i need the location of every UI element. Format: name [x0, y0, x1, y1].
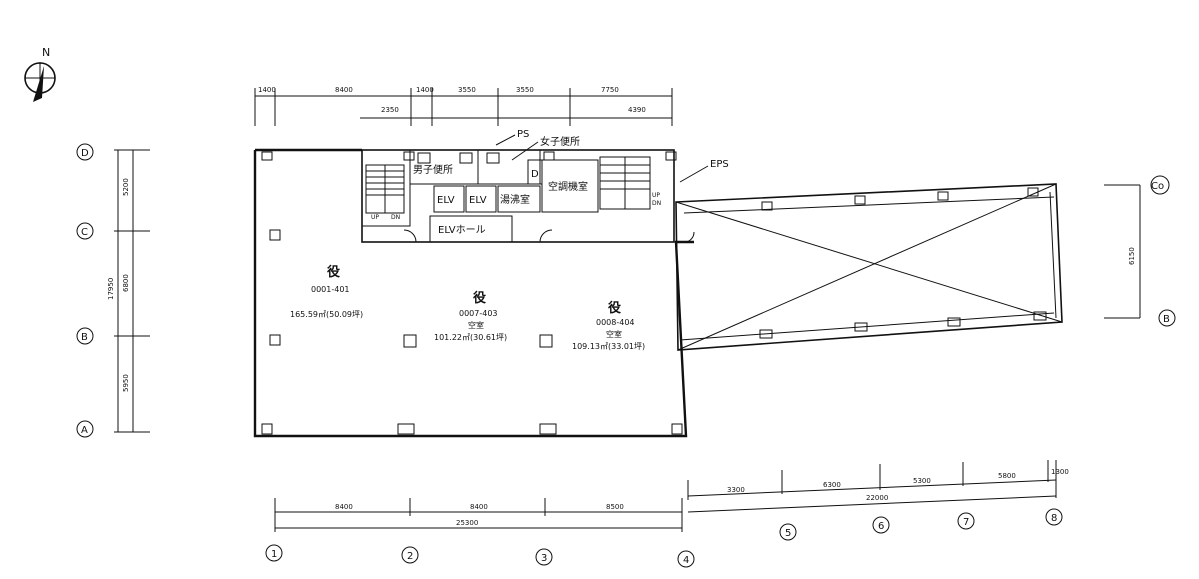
col-8-label: 8: [1051, 513, 1057, 524]
col-4-label: 4: [683, 555, 689, 566]
dim-br-5: 1300: [1051, 468, 1069, 476]
row-axis-left: D C B A 5200 6800 17950 5950: [76, 143, 150, 438]
womens-wc-label: 女子便所: [540, 135, 580, 148]
dim-br-3: 5300: [913, 477, 931, 485]
row-axis-right: Co B 6150: [1104, 175, 1176, 327]
leader-labels: PS 女子便所 EPS: [495, 129, 729, 183]
row-B-label: B: [81, 332, 88, 343]
unit-403-status: 空室: [468, 320, 484, 330]
dim-top-6: 3550: [516, 86, 534, 94]
row-A-label: A: [81, 425, 88, 436]
unit-404[interactable]: 役 0008-404 空室 109.13㎡(33.01坪): [572, 300, 645, 351]
dim-left-2: 6800: [122, 274, 130, 292]
core-area: UP DN 男子便所 ELV ELV 湯沸室 D 空調機室: [361, 149, 695, 243]
unit-401-area: 165.59㎡(50.09坪): [290, 310, 363, 319]
unit-404-area: 109.13㎡(33.01坪): [572, 342, 645, 351]
stair-2-up: UP: [652, 192, 660, 199]
dim-bottom-3: 8500: [606, 503, 624, 511]
bottom-dimension-chain: 8400 8400 8500 25300: [274, 498, 683, 532]
unit-403[interactable]: 役 0007-403 空室 101.22㎡(30.61坪): [434, 290, 507, 342]
unit-403-code: 0007-403: [459, 309, 498, 318]
dim-top-3: 2350: [381, 106, 399, 114]
stair-1-dn: DN: [391, 214, 400, 221]
row-Co-label: Co: [1151, 181, 1164, 192]
unit-401-code: 0001-401: [311, 285, 350, 294]
eps-label: EPS: [710, 159, 729, 170]
col-2-label: 2: [407, 551, 413, 562]
hvac-room-label: 空調機室: [548, 180, 588, 193]
row-C-label: C: [81, 227, 88, 238]
mens-wc-label: 男子便所: [413, 163, 453, 176]
row-D-label: D: [81, 148, 89, 159]
dim-top-5: 3550: [458, 86, 476, 94]
dim-left-4: 5950: [122, 374, 130, 392]
stair-1-up: UP: [371, 214, 379, 221]
col-6-label: 6: [878, 521, 884, 532]
dim-bottom-2: 8400: [470, 503, 488, 511]
col-7-label: 7: [963, 517, 969, 528]
unit-401-mark: 役: [327, 264, 340, 280]
col-1-label: 1: [271, 549, 277, 560]
bottom-right-dimension-chain: 3300 6300 5300 5800 1300 22000: [687, 460, 1069, 513]
dim-top-8: 4390: [628, 106, 646, 114]
dim-br-2: 6300: [823, 481, 841, 489]
dim-top-7: 7750: [601, 86, 619, 94]
stair-1: UP DN: [365, 164, 405, 221]
void-area: [675, 183, 1063, 351]
dim-left-1: 5200: [122, 178, 130, 196]
column-axis: 1 2 3 4 5 6 7 8: [265, 508, 1063, 568]
elv-2-label: ELV: [469, 195, 487, 206]
dim-br-1: 3300: [727, 486, 745, 494]
unit-403-area: 101.22㎡(30.61坪): [434, 333, 507, 342]
stair-2-dn: DN: [652, 200, 661, 207]
elv-1-label: ELV: [437, 195, 455, 206]
elv-hall-label: ELVホール: [438, 224, 486, 236]
unit-401[interactable]: 役 0001-401 165.59㎡(50.09坪): [290, 264, 363, 319]
dim-left-3: 17950: [107, 278, 115, 300]
pantry-label: 湯沸室: [500, 193, 530, 206]
unit-404-status: 空室: [606, 329, 622, 339]
dim-right-1: 6150: [1128, 247, 1136, 265]
unit-403-mark: 役: [473, 290, 486, 306]
unit-404-code: 0008-404: [596, 318, 635, 327]
row-B-right-label: B: [1163, 314, 1170, 325]
dim-top-4: 1400: [416, 86, 434, 94]
dim-top-1: 1400: [258, 86, 276, 94]
north-arrow-icon: N: [24, 46, 56, 102]
dim-br-4: 5800: [998, 472, 1016, 480]
col-3-label: 3: [541, 553, 547, 564]
main-floor: [253, 148, 694, 438]
top-dimension-chain: 1400 8400 2350 1400 3550 3550 7750 4390: [254, 86, 673, 126]
north-label: N: [42, 46, 50, 59]
col-5-label: 5: [785, 528, 791, 539]
ps-label: PS: [517, 129, 529, 140]
dim-br-total: 22000: [866, 494, 888, 502]
dim-top-2: 8400: [335, 86, 353, 94]
stair-2: UP DN: [599, 156, 661, 210]
door-mark-label: D: [531, 169, 539, 180]
dim-bottom-1: 8400: [335, 503, 353, 511]
unit-404-mark: 役: [608, 300, 621, 316]
dim-bottom-total: 25300: [456, 519, 478, 527]
